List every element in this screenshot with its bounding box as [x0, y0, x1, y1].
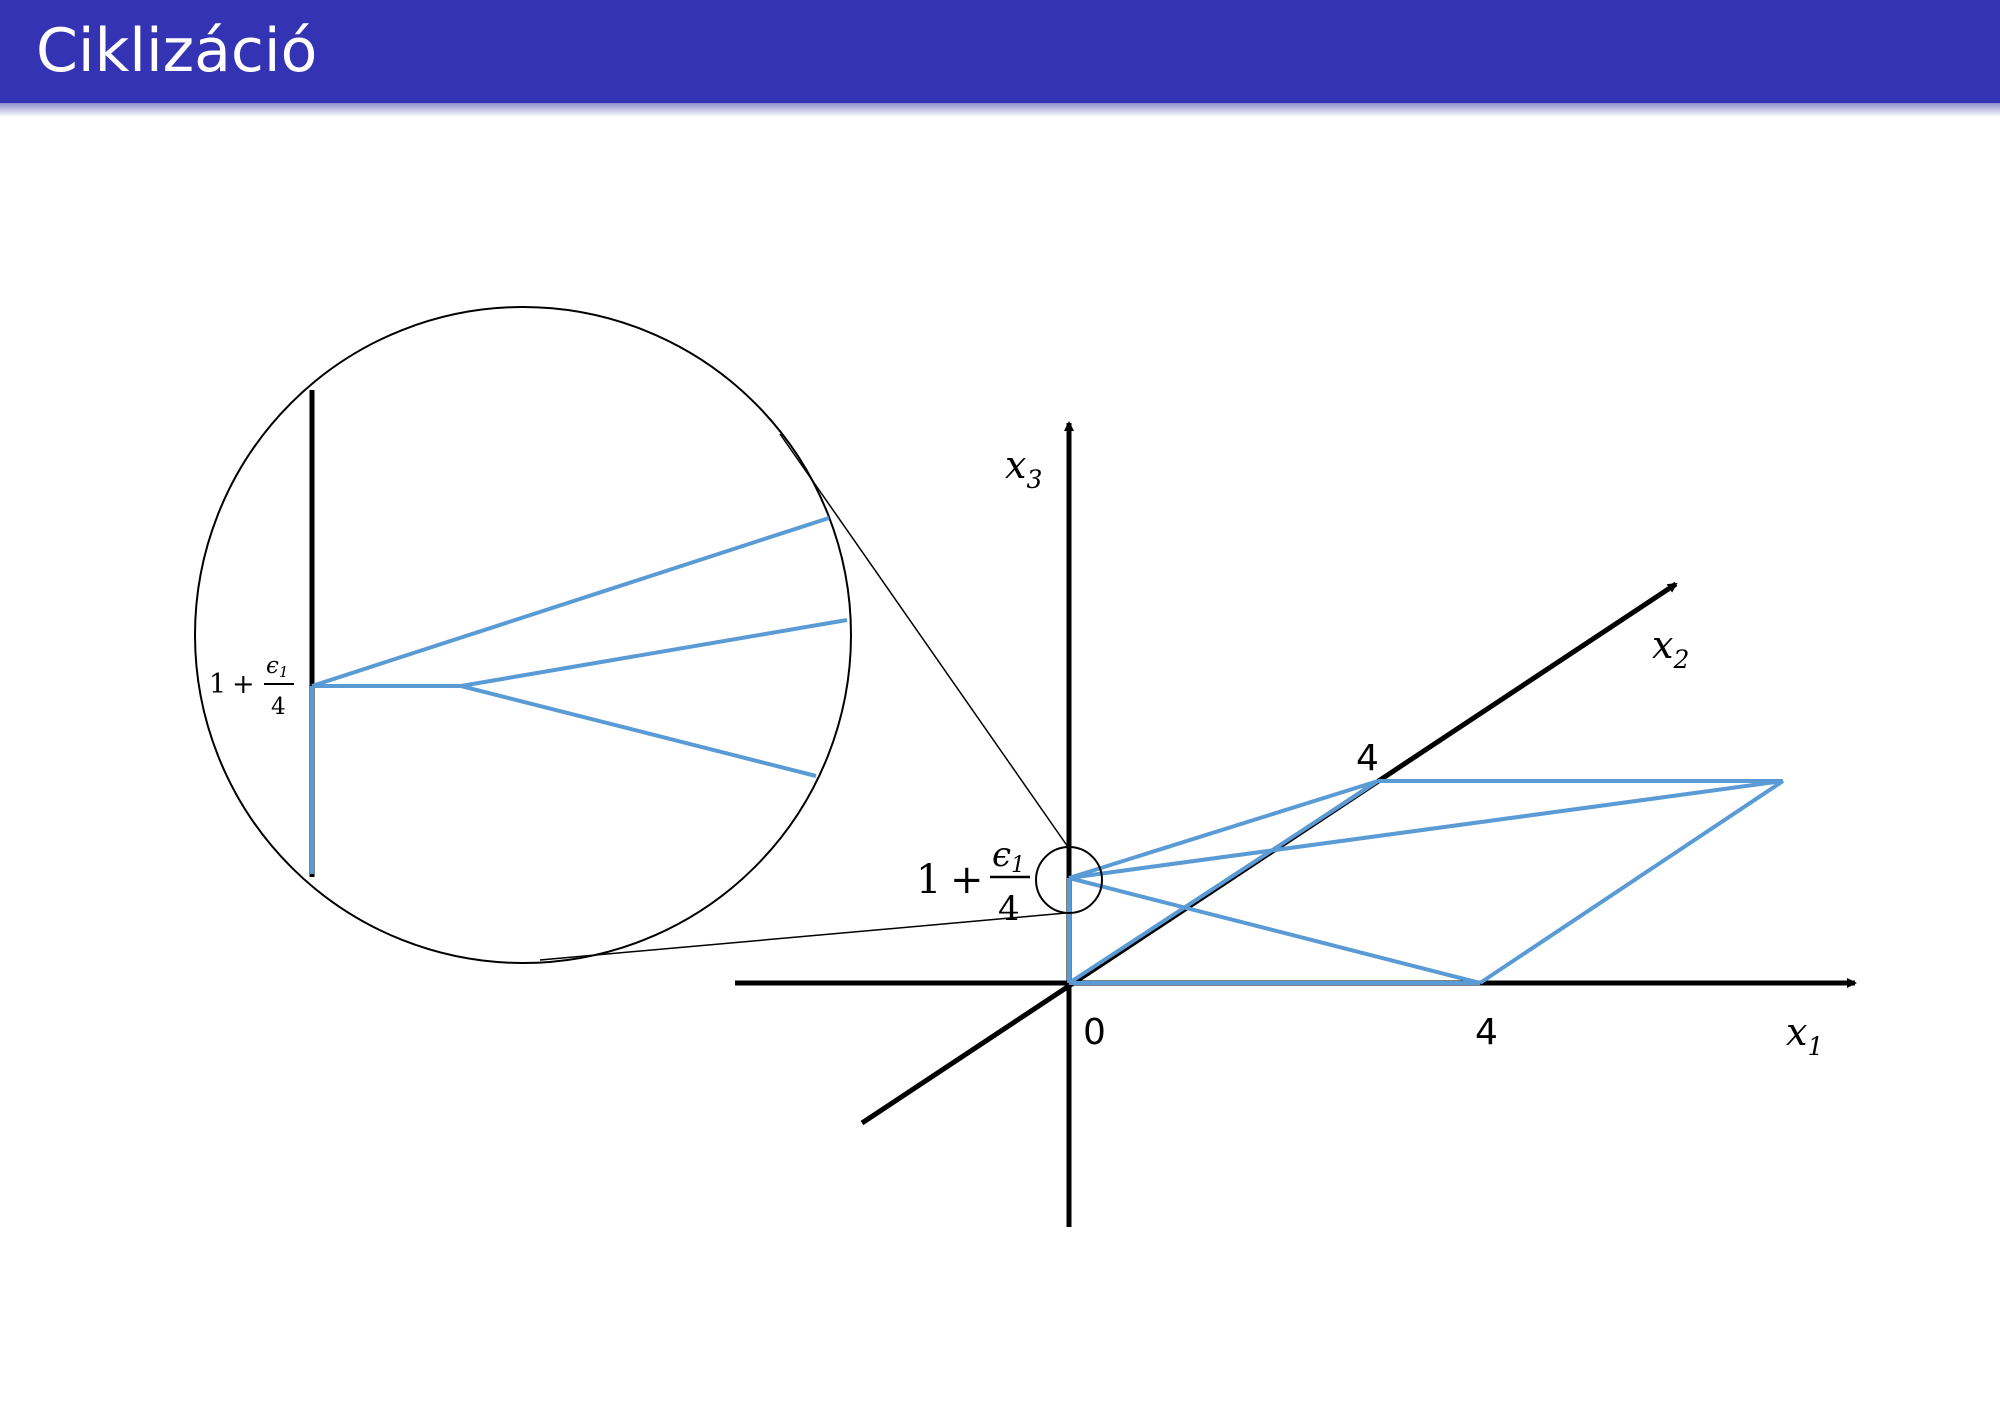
zoom-magnified-circle [194, 306, 852, 964]
zoom-connector-top [779, 433, 1069, 848]
svg-text:4: 4 [271, 694, 286, 720]
x1-tick-label: 4 [1475, 1012, 1498, 1053]
polytope-edges [1067, 779, 1785, 985]
svg-text:1: 1 [916, 857, 941, 903]
zoom-edge [311, 516, 830, 688]
zoom-connector-bottom [539, 912, 1067, 961]
origin-label: 0 [1083, 1012, 1106, 1053]
edge [1068, 779, 1784, 880]
edge [1478, 779, 1785, 985]
svg-text:ϵ1: ϵ1 [266, 653, 288, 681]
level-label-zoom: 1 + ϵ1 4 [209, 653, 294, 720]
title-bar-shadow [0, 103, 2000, 117]
svg-text:+: + [950, 857, 984, 903]
x1-axis-label: x1 [1786, 1010, 1823, 1061]
zoom-edge [460, 684, 817, 778]
svg-text:ϵ1: ϵ1 [992, 835, 1025, 878]
edge [1068, 779, 1379, 880]
title-bar [0, 0, 2000, 103]
svg-text:4: 4 [998, 889, 1020, 929]
x2-tick-label: 4 [1356, 738, 1379, 779]
edge [1068, 876, 1481, 985]
level-label-main: 1 + ϵ1 4 [916, 835, 1030, 929]
zoom-origin-circle [1035, 846, 1103, 914]
svg-text:1: 1 [209, 669, 226, 700]
slide-title: Ciklizáció [36, 16, 318, 86]
edge [1067, 779, 1380, 985]
svg-text:+: + [232, 669, 255, 700]
x3-axis-label: x3 [1005, 443, 1042, 494]
zoom-edges [310, 516, 848, 874]
zoom-edge [460, 618, 848, 688]
x2-axis-label: x2 [1652, 623, 1689, 674]
